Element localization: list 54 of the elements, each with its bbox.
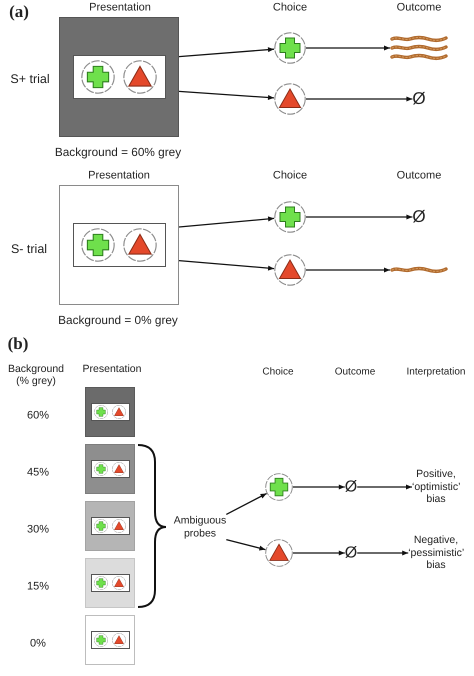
row-heading: S- trial (10, 242, 48, 256)
arrow (306, 45, 390, 51)
percent-label: 15% (26, 580, 50, 594)
empty-set-symbol: Ø (344, 543, 358, 563)
arrow (178, 260, 274, 271)
cross-icon (265, 473, 293, 501)
column-heading: Presentation (89, 2, 151, 14)
row-heading: S+ trial (10, 72, 50, 86)
arrow (226, 538, 266, 551)
arrow (306, 267, 390, 273)
interpretation-text: Negative, ‘pessimistic’ bias (408, 534, 464, 572)
column-heading: Outcome (396, 170, 442, 182)
percent-label: 60% (26, 410, 50, 422)
column-heading: Choice (272, 170, 308, 182)
percent-label: 45% (26, 466, 50, 480)
worms-icon (390, 34, 448, 62)
column-heading: Outcome (334, 366, 376, 378)
column-heading: Choice (272, 2, 308, 14)
column-heading: Outcome (396, 2, 442, 14)
percent-label: 0% (30, 638, 46, 650)
arrow (357, 550, 408, 556)
column-heading: Interpretation (406, 366, 466, 378)
arrow (306, 96, 412, 102)
cross-icon (274, 201, 306, 233)
background-caption: Background = 0% grey (58, 314, 178, 328)
arrow (293, 550, 345, 556)
column-heading: Choice (262, 366, 294, 378)
presentation-screen (85, 387, 135, 437)
interpretation-text: Positive, ‘optimistic’ bias (412, 468, 460, 506)
arrow (306, 214, 412, 220)
panel-label: (a) (9, 2, 29, 22)
presentation-screen (85, 444, 135, 494)
presentation-screen (85, 558, 135, 608)
empty-set-symbol: Ø (344, 477, 358, 497)
presentation-screen (85, 615, 135, 665)
arrow (178, 90, 274, 100)
arrow (178, 216, 274, 228)
percent-label: 30% (26, 524, 50, 536)
arrow (178, 47, 274, 58)
arrow (357, 484, 412, 490)
arrow (293, 484, 345, 490)
column-heading: Presentation (88, 170, 150, 182)
probe-label: Ambiguous probes (174, 514, 226, 540)
presentation-screen (85, 501, 135, 551)
column-heading: Background (% grey) (7, 362, 65, 388)
cross-icon (274, 32, 306, 64)
panel-label: (b) (8, 334, 28, 354)
empty-set-symbol: Ø (412, 206, 426, 228)
presentation-screen (59, 17, 179, 137)
column-heading: Presentation (82, 362, 142, 376)
presentation-screen (59, 185, 179, 305)
arrow (226, 492, 267, 515)
empty-set-symbol: Ø (412, 88, 426, 110)
background-caption: Background = 60% grey (54, 146, 182, 160)
